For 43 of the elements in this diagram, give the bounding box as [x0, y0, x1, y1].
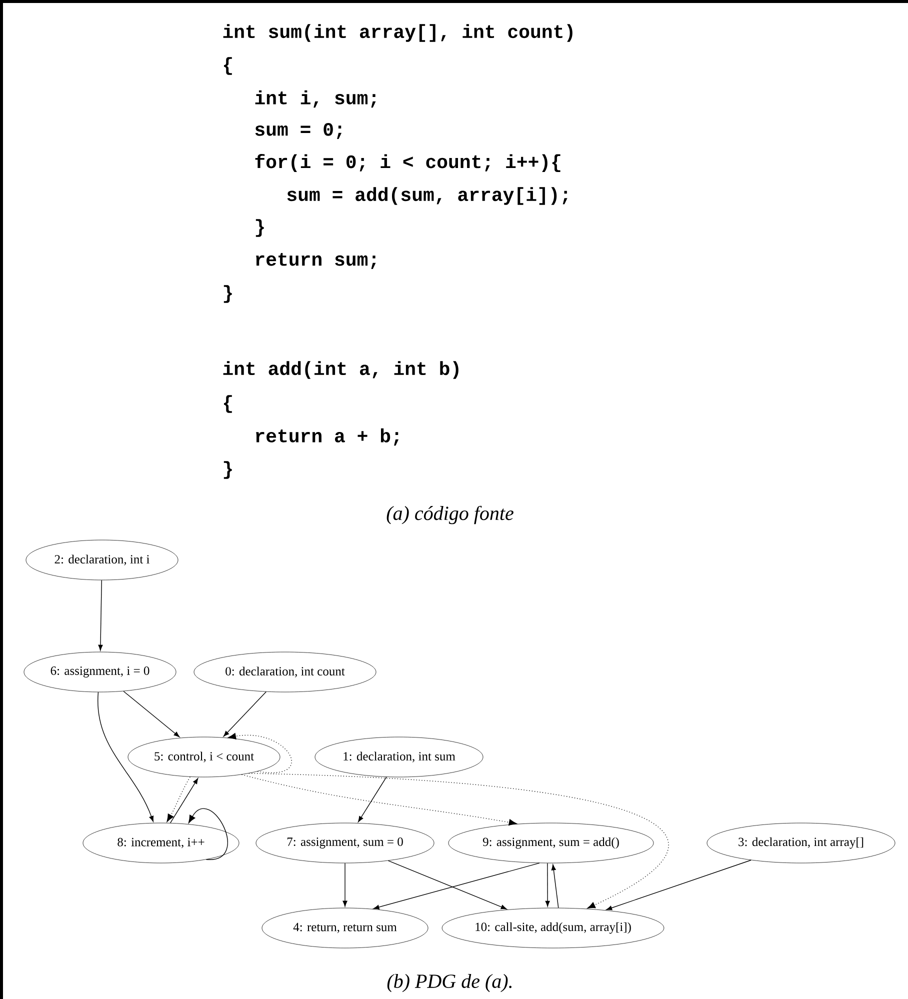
code-line: } [256, 219, 264, 237]
ellipse-node: 6: assignment, i = 0 [24, 652, 176, 692]
code-line: sum = add(sum, array[i]); [287, 187, 568, 205]
code-line: return a + b; [256, 428, 399, 446]
ellipse-node: 2: declaration, int i [26, 540, 178, 580]
ellipse-node: 7: assignment, sum = 0 [256, 822, 434, 864]
arrow [358, 776, 387, 822]
code-line: { [224, 57, 232, 75]
ellipse-node: 8: increment, i++ [82, 822, 240, 864]
ellipse-node: 5: control, i < count [128, 736, 280, 778]
code-line: for(i = 0; i < count; i++){ [255, 154, 560, 172]
ellipse-node: 0: declaration, int count [194, 652, 376, 692]
arrow [188, 808, 228, 860]
arrow [342, 862, 348, 907]
ellipse-node: 4: return, return sum [262, 908, 428, 948]
arrow [248, 772, 668, 909]
code-line: } [224, 461, 232, 479]
arrow [170, 778, 198, 824]
arrow [166, 776, 190, 822]
arrow [223, 691, 267, 737]
code-line: sum = 0; [255, 122, 342, 140]
arrow [98, 580, 103, 651]
arrow [606, 860, 752, 910]
caption: (b) PDG de (a). [387, 974, 512, 992]
arrow [388, 860, 507, 910]
ellipse-node: 1: declaration, int sum [314, 736, 484, 778]
arrow [123, 690, 180, 738]
ellipse-node: 9: assignment, sum = add() [448, 822, 654, 864]
code-line: return sum; [256, 253, 376, 270]
arrow [551, 864, 559, 908]
arrow [228, 733, 292, 774]
code-line: int sum(int array[], int count) [223, 24, 572, 42]
arrow [545, 862, 550, 907]
code-line: } [224, 285, 232, 303]
caption: (a) código fonte [386, 506, 514, 524]
ellipse-node: 3: declaration, int array[] [706, 822, 896, 864]
code-line: { [224, 395, 232, 413]
code-line: int add(int a, int b) [223, 361, 458, 379]
arrow [373, 862, 540, 910]
code-line: int i, sum; [255, 90, 376, 108]
arrow [241, 774, 517, 826]
arrow [98, 692, 154, 822]
ellipse-node: 10: call-site, add(sum, array[i]) [442, 908, 664, 948]
